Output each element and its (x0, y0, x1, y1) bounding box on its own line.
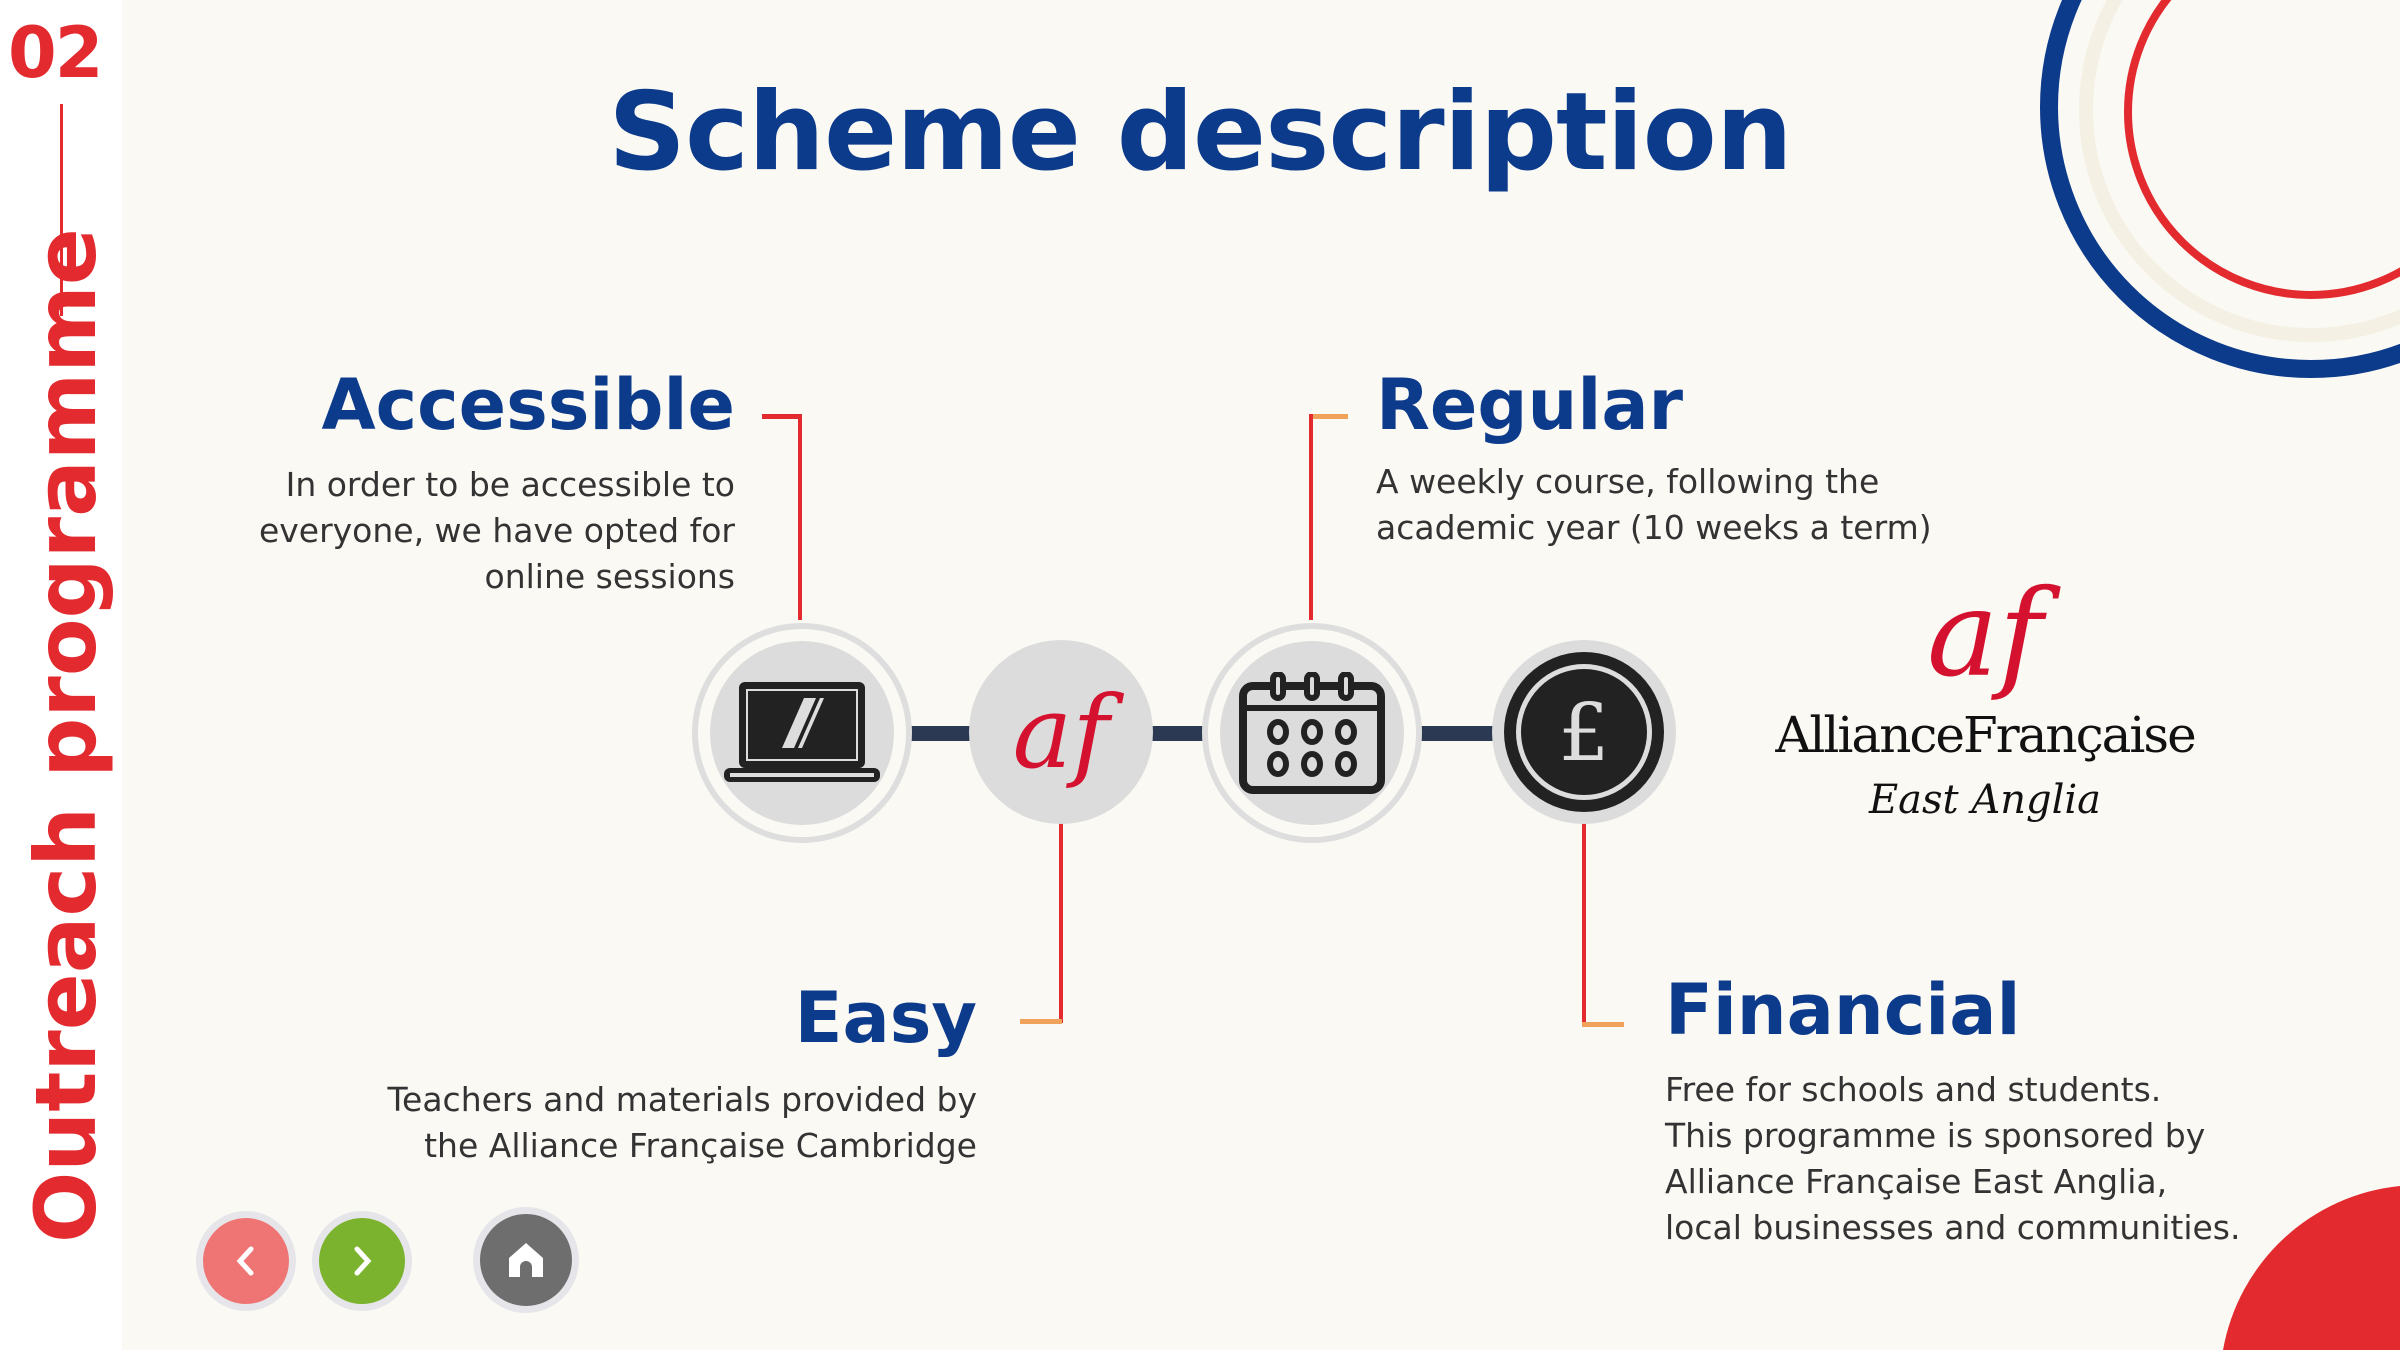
home-icon (509, 1243, 543, 1277)
text-line: the Alliance Française Cambridge (424, 1126, 977, 1165)
text-financial: Free for schools and students. This prog… (1665, 1067, 2241, 1251)
text-line: In order to be accessible to (285, 465, 735, 504)
bracket-accessible-line (798, 414, 802, 620)
bracket-accessible (762, 414, 802, 419)
alliance-francaise-logo: af AllianceFrançaise East Anglia (1760, 570, 2210, 830)
heading-easy: Easy (794, 977, 977, 1059)
chevron-left-icon (236, 1246, 254, 1276)
red-ring (2124, 0, 2400, 299)
alliance-francaise-icon: af (969, 640, 1153, 824)
heading-regular: Regular (1376, 364, 1684, 446)
next-button[interactable] (312, 1211, 412, 1311)
logo-name: AllianceFrançaise (1775, 706, 2196, 764)
text-easy: Teachers and materials provided by the A… (387, 1077, 977, 1169)
divider (60, 104, 63, 316)
cream-ring (2079, 0, 2400, 342)
calendar-button (1202, 623, 1422, 843)
bracket-regular-line (1309, 414, 1313, 620)
bracket-easy-line (1059, 823, 1063, 1023)
home-button[interactable] (473, 1207, 579, 1313)
blue-ring (2040, 0, 2400, 378)
text-line: A weekly course, following the (1376, 462, 1880, 501)
bracket-financial (1582, 1022, 1624, 1027)
text-line: Free for schools and students. (1665, 1070, 2162, 1109)
bracket-financial-line (1582, 823, 1586, 1025)
logo-region: East Anglia (1868, 777, 2102, 823)
bracket-regular (1310, 414, 1348, 419)
text-line: Teachers and materials provided by (387, 1080, 977, 1119)
text-line: This programme is sponsored by (1665, 1116, 2206, 1155)
logo-mark: af (1927, 565, 2043, 704)
previous-button[interactable] (196, 1211, 296, 1311)
section-number: 02 (8, 12, 103, 94)
pound-icon: £ (1492, 640, 1676, 824)
text-line: academic year (10 weeks a term) (1376, 508, 1932, 547)
chevron-right-icon (354, 1246, 372, 1276)
text-line: online sessions (484, 557, 736, 596)
heading-financial: Financial (1665, 969, 2021, 1051)
text-line: local businesses and communities. (1665, 1208, 2241, 1247)
text-regular: A weekly course, following the academic … (1376, 459, 1932, 551)
laptop-button (692, 623, 912, 843)
af-mark: af (1012, 673, 1110, 791)
heading-accessible: Accessible (321, 364, 735, 446)
timeline-connector (1400, 726, 1500, 741)
red-corner-circle (2223, 1186, 2400, 1350)
text-accessible: In order to be accessible to everyone, w… (259, 462, 735, 600)
bracket-easy (1020, 1019, 1062, 1024)
laptop-icon (710, 641, 894, 825)
page-title: Scheme description (608, 70, 1793, 195)
text-line: Alliance Française East Anglia, (1665, 1162, 2168, 1201)
calendar-icon (1220, 641, 1404, 825)
timeline-connector (895, 726, 975, 741)
text-line: everyone, we have opted for (258, 511, 735, 550)
